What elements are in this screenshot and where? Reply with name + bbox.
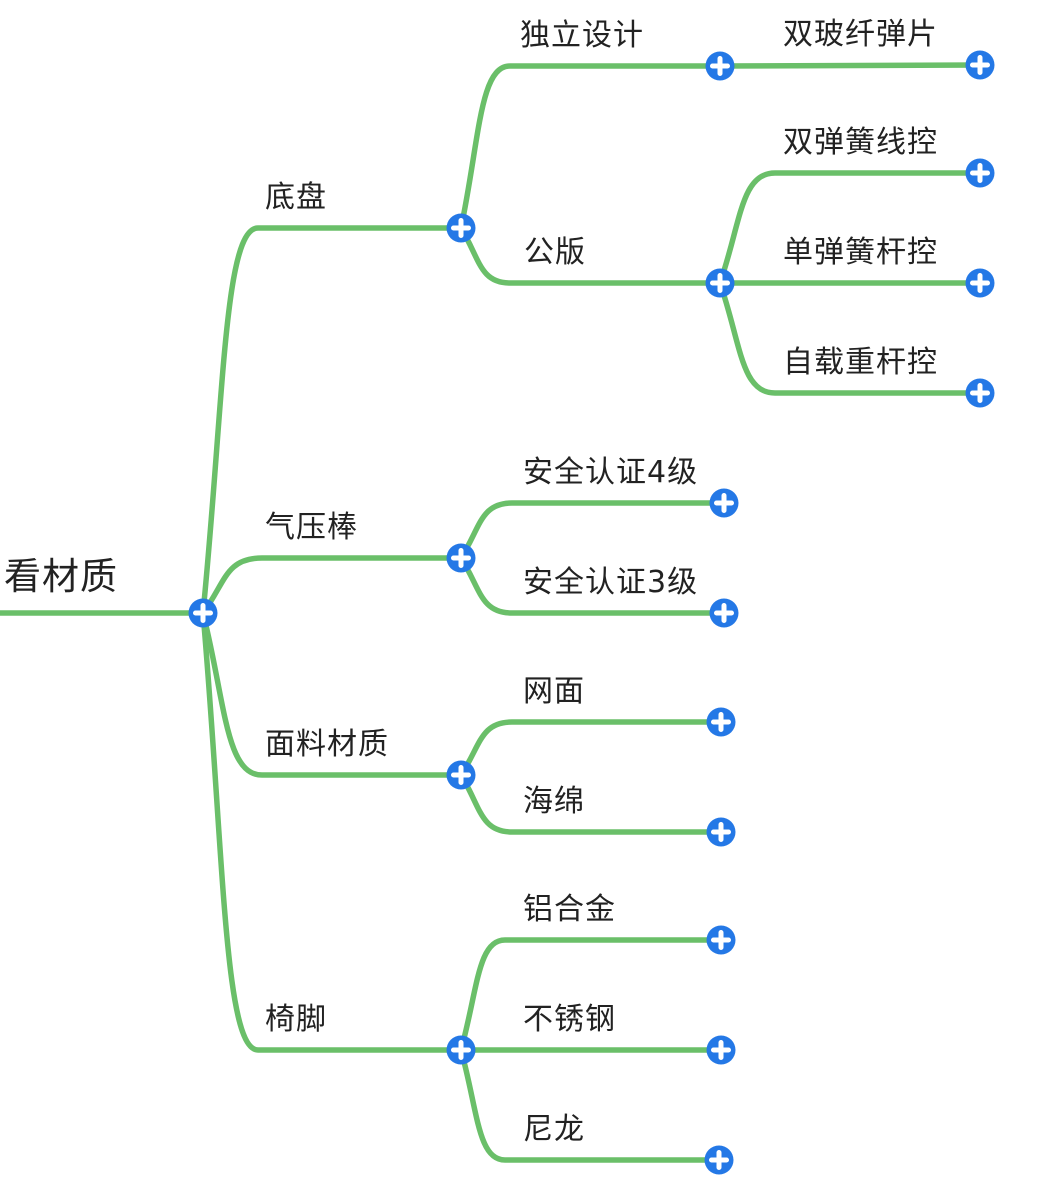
node-plus-button-dual-spring-wire[interactable] <box>965 158 995 188</box>
node-plus-button-fabric[interactable] <box>446 760 476 790</box>
plus-icon <box>711 1040 731 1060</box>
node-label-independent[interactable]: 独立设计 <box>520 18 644 53</box>
connector-chassis <box>200 225 464 616</box>
node-plus-button-dual-fiberglass[interactable] <box>965 50 995 80</box>
node-label-aluminum-alloy[interactable]: 铝合金 <box>523 892 616 927</box>
node-plus-button-root[interactable] <box>188 598 218 628</box>
connector-sponge <box>458 772 724 835</box>
plus-icon <box>714 603 734 623</box>
node-plus-button-self-load-lever[interactable] <box>965 378 995 408</box>
node-plus-button-sponge[interactable] <box>706 817 736 847</box>
plus-icon <box>193 603 213 623</box>
connector-safety-level-4 <box>458 500 727 561</box>
connector-self-load-lever <box>717 280 983 396</box>
node-label-gas-rod[interactable]: 气压棒 <box>265 510 358 545</box>
plus-icon <box>451 218 471 238</box>
plus-icon <box>714 493 734 513</box>
node-plus-button-chair-feet[interactable] <box>446 1035 476 1065</box>
plus-icon <box>451 765 471 785</box>
connector-public-version <box>458 225 723 286</box>
node-plus-button-safety-level-4[interactable] <box>709 488 739 518</box>
node-label-self-load-lever[interactable]: 自载重杆控 <box>783 345 938 380</box>
node-label-root[interactable]: 看材质 <box>4 555 118 598</box>
connector-aluminum-alloy <box>458 937 724 1053</box>
node-plus-button-gas-rod[interactable] <box>446 543 476 573</box>
plus-icon <box>711 822 731 842</box>
node-plus-button-nylon[interactable] <box>704 1145 734 1175</box>
node-label-chassis[interactable]: 底盘 <box>265 180 327 215</box>
node-label-safety-level-3[interactable]: 安全认证3级 <box>523 565 699 600</box>
plus-icon <box>451 1040 471 1060</box>
node-label-mesh[interactable]: 网面 <box>523 674 585 709</box>
node-plus-button-public-version[interactable] <box>705 268 735 298</box>
node-plus-button-independent[interactable] <box>705 51 735 81</box>
plus-icon <box>970 383 990 403</box>
node-label-sponge[interactable]: 海绵 <box>523 784 585 819</box>
plus-icon <box>709 1150 729 1170</box>
node-label-fabric[interactable]: 面料材质 <box>265 727 389 762</box>
plus-icon <box>970 55 990 75</box>
connector-dual-fiberglass <box>717 62 983 69</box>
node-plus-button-chassis[interactable] <box>446 213 476 243</box>
connector-dual-spring-wire <box>717 170 983 286</box>
connector-gas-rod <box>200 555 464 616</box>
node-label-single-spring[interactable]: 单弹簧杆控 <box>783 235 938 270</box>
node-label-dual-spring-wire[interactable]: 双弹簧线控 <box>783 125 938 160</box>
plus-icon <box>711 930 731 950</box>
node-plus-button-single-spring[interactable] <box>965 268 995 298</box>
plus-icon <box>710 56 730 76</box>
node-label-stainless-steel[interactable]: 不锈钢 <box>523 1002 616 1037</box>
node-label-chair-feet[interactable]: 椅脚 <box>265 1002 327 1037</box>
plus-icon <box>451 548 471 568</box>
plus-icon <box>970 273 990 293</box>
plus-icon <box>711 712 731 732</box>
node-plus-button-aluminum-alloy[interactable] <box>706 925 736 955</box>
connector-independent <box>458 63 723 231</box>
connector-mesh <box>458 719 724 778</box>
connector-nylon <box>458 1047 722 1163</box>
node-plus-button-safety-level-3[interactable] <box>709 598 739 628</box>
node-plus-button-stainless-steel[interactable] <box>706 1035 736 1065</box>
node-plus-button-mesh[interactable] <box>706 707 736 737</box>
connector-fabric <box>200 610 464 778</box>
node-label-nylon[interactable]: 尼龙 <box>523 1112 585 1147</box>
node-label-safety-level-4[interactable]: 安全认证4级 <box>523 455 699 490</box>
connector-chair-feet <box>200 610 464 1053</box>
node-label-public-version[interactable]: 公版 <box>524 235 586 270</box>
node-label-dual-fiberglass[interactable]: 双玻纤弹片 <box>783 17 938 52</box>
plus-icon <box>970 163 990 183</box>
plus-icon <box>710 273 730 293</box>
